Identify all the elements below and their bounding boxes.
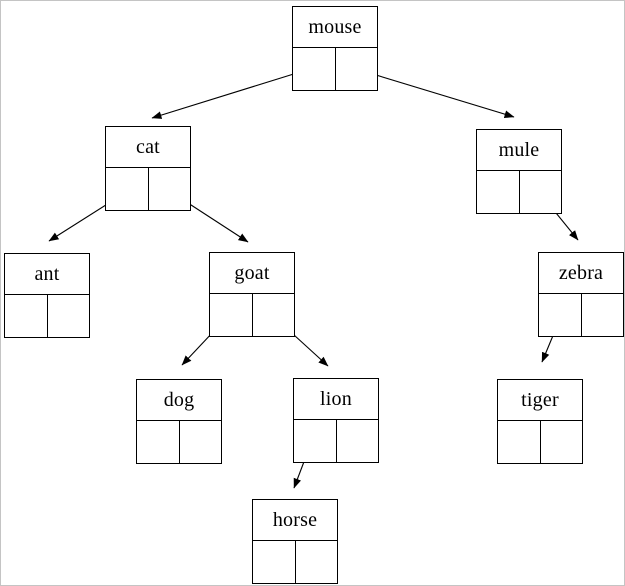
tree-node-cat: cat — [105, 126, 191, 211]
node-pointer-cells — [253, 541, 337, 583]
left-pointer-cell — [137, 421, 180, 463]
left-pointer-cell — [210, 294, 253, 336]
node-pointer-cells — [210, 294, 294, 336]
right-pointer-cell — [541, 421, 583, 463]
node-pointer-cells — [294, 420, 378, 462]
right-pointer-cell — [296, 541, 338, 583]
left-pointer-cell — [477, 171, 520, 213]
node-pointer-cells — [539, 294, 623, 336]
tree-node-horse: horse — [252, 499, 338, 584]
node-pointer-cells — [293, 48, 377, 90]
tree-node-goat: goat — [209, 252, 295, 337]
node-pointer-cells — [137, 421, 221, 463]
node-pointer-cells — [5, 295, 89, 337]
node-label: horse — [253, 500, 337, 541]
right-pointer-cell — [520, 171, 562, 213]
tree-node-ant: ant — [4, 253, 90, 338]
node-label: zebra — [539, 253, 623, 294]
left-pointer-cell — [539, 294, 582, 336]
left-pointer-cell — [498, 421, 541, 463]
left-pointer-cell — [5, 295, 48, 337]
tree-node-zebra: zebra — [538, 252, 624, 337]
node-pointer-cells — [498, 421, 582, 463]
node-pointer-cells — [106, 168, 190, 210]
tree-node-mouse: mouse — [292, 6, 378, 91]
node-label: goat — [210, 253, 294, 294]
node-label: tiger — [498, 380, 582, 421]
node-label: mouse — [293, 7, 377, 48]
left-pointer-cell — [106, 168, 149, 210]
tree-node-lion: lion — [293, 378, 379, 463]
right-pointer-cell — [149, 168, 191, 210]
node-label: mule — [477, 130, 561, 171]
node-label: lion — [294, 379, 378, 420]
left-pointer-cell — [253, 541, 296, 583]
node-label: cat — [106, 127, 190, 168]
edge-mouse-to-cat — [151, 67, 314, 119]
right-pointer-cell — [582, 294, 624, 336]
node-pointer-cells — [477, 171, 561, 213]
right-pointer-cell — [180, 421, 222, 463]
right-pointer-cell — [253, 294, 295, 336]
left-pointer-cell — [294, 420, 337, 462]
node-label: ant — [5, 254, 89, 295]
right-pointer-cell — [336, 48, 378, 90]
right-pointer-cell — [48, 295, 90, 337]
node-label: dog — [137, 380, 221, 421]
tree-node-tiger: tiger — [497, 379, 583, 464]
tree-node-dog: dog — [136, 379, 222, 464]
right-pointer-cell — [337, 420, 379, 462]
tree-node-mule: mule — [476, 129, 562, 214]
left-pointer-cell — [293, 48, 336, 90]
